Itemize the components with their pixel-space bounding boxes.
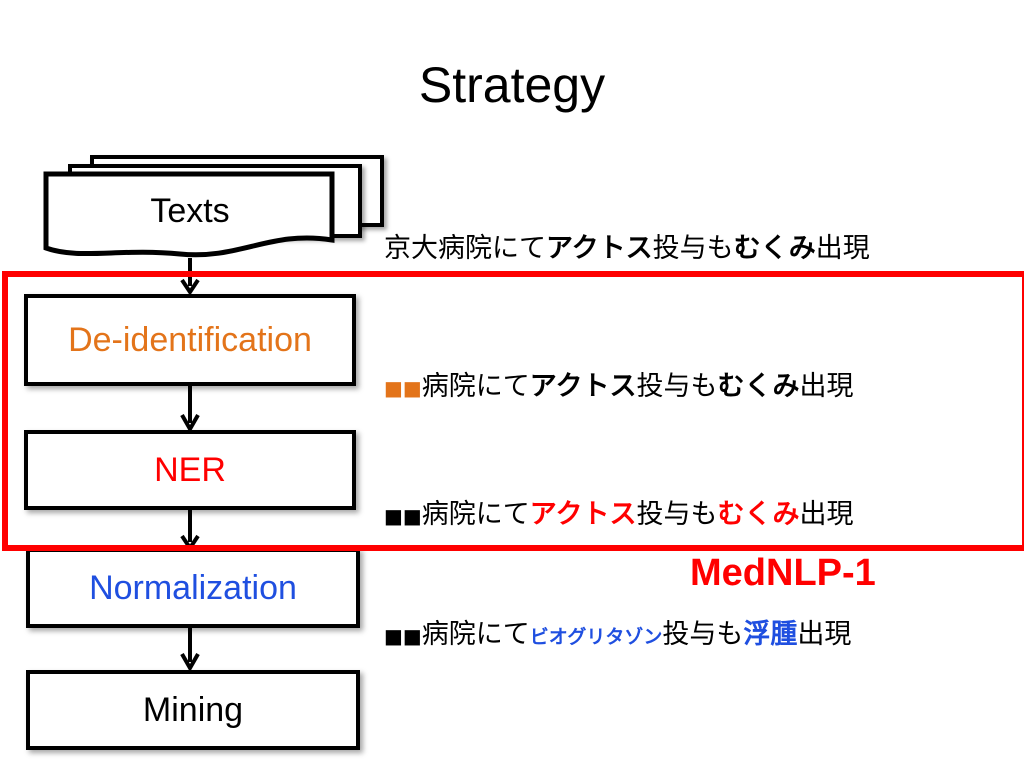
example-ner-middle: 投与も — [636, 499, 718, 530]
example-norm-suffix: 出現 — [797, 619, 852, 650]
example-ner-prefix: 病院にて — [421, 499, 530, 530]
mining-label: Mining — [142, 690, 244, 729]
example-deid-drug: アクトス — [529, 371, 637, 402]
slide-title: Strategy — [418, 57, 606, 113]
mednlp-label: MedNLP-1 — [690, 552, 876, 594]
example-norm-symptom: 浮腫 — [743, 619, 798, 650]
deidentification-label: De-identification — [68, 320, 312, 359]
example-norm-mask: ■■ — [384, 624, 422, 648]
deidentification-box: De-identification — [24, 294, 356, 386]
example-normalization: ■■病院にてビオグリタゾン投与も浮腫出現 — [384, 612, 851, 651]
example-raw-middle: 投与も — [652, 233, 734, 264]
texts-label: Texts — [150, 192, 230, 230]
example-ner-suffix: 出現 — [799, 499, 854, 530]
example-raw: 京大病院にてアクトス投与もむくみ出現 — [384, 226, 870, 265]
normalization-box: Normalization — [26, 548, 360, 628]
example-ner-mask: ■■ — [384, 504, 422, 528]
example-raw-drug: アクトス — [546, 233, 653, 264]
example-raw-symptom: むくみ — [733, 233, 816, 264]
mednlp-task-frame — [2, 271, 1024, 551]
example-deid-suffix: 出現 — [799, 371, 854, 402]
example-raw-suffix: 出現 — [815, 233, 870, 264]
example-raw-prefix: 京大病院にて — [384, 233, 546, 264]
mining-box: Mining — [26, 670, 360, 750]
example-deid-prefix: 病院にて — [421, 371, 530, 402]
arrow-deid-to-ner — [180, 385, 200, 433]
example-norm-prefix: 病院にて — [421, 619, 530, 650]
arrow-normalization-to-mining — [180, 626, 200, 672]
example-deid-middle: 投与も — [636, 371, 718, 402]
ner-box: NER — [24, 430, 356, 510]
example-norm-middle: 投与も — [662, 619, 744, 650]
example-norm-drug: ビオグリタゾン — [529, 626, 663, 648]
example-ner-symptom: むくみ — [717, 499, 800, 530]
document-page-front — [43, 171, 335, 258]
example-ner-drug: アクトス — [529, 499, 637, 530]
example-deid: ■■病院にてアクトス投与もむくみ出現 — [384, 364, 854, 403]
example-deid-mask: ■■ — [384, 376, 422, 400]
normalization-label: Normalization — [89, 568, 297, 607]
ner-label: NER — [154, 450, 226, 489]
example-deid-symptom: むくみ — [717, 371, 800, 402]
example-ner: ■■病院にてアクトス投与もむくみ出現 — [384, 492, 854, 531]
